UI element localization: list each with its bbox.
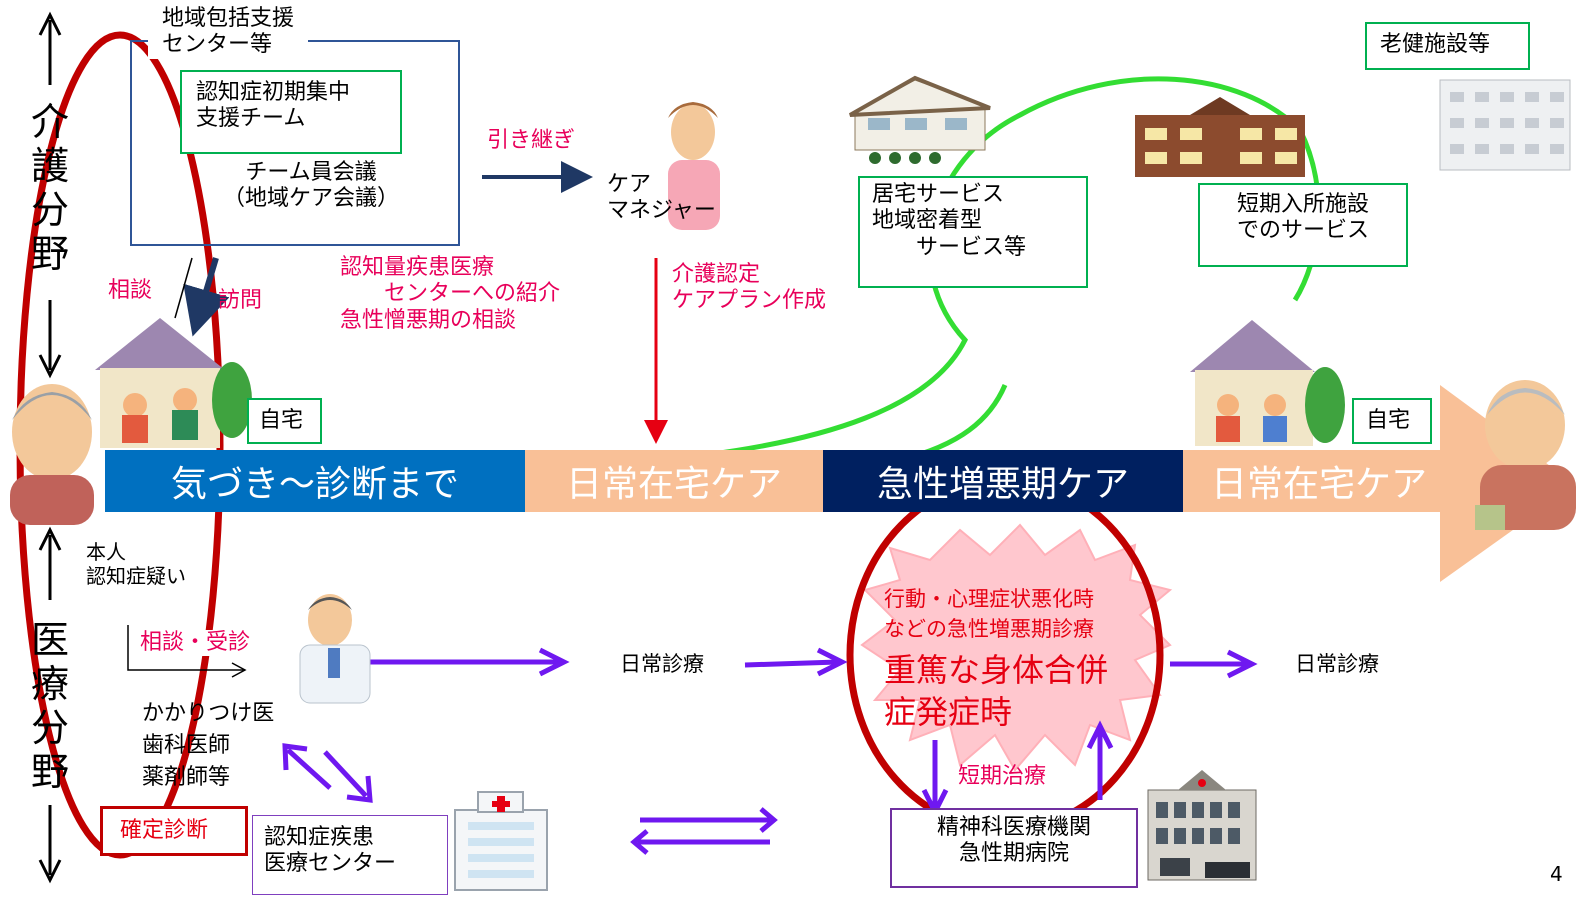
timeline-phase-label: 日常在宅ケア (565, 464, 782, 505)
dementia-center-label: 認知症疾患 医療センター (264, 825, 397, 877)
acute-burst (860, 523, 1173, 772)
consult-label: 相談 (108, 278, 153, 303)
care-manager-icon (668, 102, 720, 230)
timeline-phase-label: 急性増悪期ケア (876, 464, 1129, 505)
medical-field-char: 医 (30, 618, 69, 662)
doctor-icon (299, 594, 371, 704)
timeline-phase-daily-care: 日常在宅ケア (525, 450, 823, 512)
residence-icon (849, 75, 991, 164)
severe-complication-label: 重篤な身体合併 症発症時 (884, 651, 1109, 731)
daily-care-label-2: 日常診療 (1295, 652, 1379, 676)
home-left-label: 自宅 (259, 408, 304, 433)
support-center-title: 地域包括支援 センター等 (148, 6, 309, 59)
timeline-arrow-shaft (1180, 450, 1450, 512)
daily-care-label-1: 日常診療 (620, 652, 704, 676)
care-field-char: 護 (30, 144, 69, 188)
acute-treatment-label: 行動・心理症状悪化時 などの急性増悪期診療 (884, 587, 1094, 642)
care-field-label: 介 護 分 野 (28, 100, 72, 276)
house-icon-left (95, 318, 252, 448)
house-icon-right (1190, 320, 1345, 446)
team-meeting-label: チーム員会議 （地域ケア会議） (222, 160, 399, 212)
diagnosis-label: 確定診断 (120, 818, 209, 843)
elderly-facility-box (1365, 22, 1530, 70)
medical-field-label: 医 療 分 野 (28, 618, 72, 794)
handover-label: 引き継ぎ (487, 128, 576, 153)
home-left-box (247, 398, 322, 444)
timeline-phase-label: 気づき～診断まで (170, 464, 459, 505)
short-stay-label: 短期入所施設 でのサービス (1236, 192, 1369, 244)
hospital-icon (454, 791, 548, 891)
timeline-phase-daily-care-2: 日常在宅ケア (1183, 450, 1501, 512)
green-curve (704, 76, 1321, 458)
medical-field-char: 療 (30, 662, 69, 706)
timeline-phase-awareness: 気づき～診断まで (105, 450, 525, 512)
medical-field-char: 分 (30, 706, 69, 750)
short-stay-building-icon (1135, 97, 1305, 177)
home-right-box (1352, 398, 1432, 444)
psych-hospital-label: 精神科医療機関 急性期病院 (936, 815, 1091, 867)
care-manager-label: ケア マネジャー (607, 172, 716, 224)
home-service-box (858, 176, 1088, 288)
initial-support-team-label: 認知症初期集中 支援チーム (196, 80, 351, 132)
patient-label: 本人 認知症疑い (86, 540, 186, 588)
care-certification-label: 介護認定 ケアプラン作成 (672, 262, 827, 314)
elderly-person-icon-right (1475, 380, 1576, 530)
psych-hospital-icon (1147, 770, 1257, 881)
initial-support-team-box (180, 70, 402, 154)
psych-hospital-box (890, 808, 1138, 888)
care-field-char: 介 (30, 100, 69, 144)
medical-field-char: 野 (30, 750, 69, 794)
visit-label: 訪問 (218, 288, 263, 313)
referral-label: 認知量疾患医療 センターへの紹介 急性憎悪期の相談 (340, 255, 561, 333)
page-number: 4 (1550, 862, 1563, 886)
diagnosis-box (100, 806, 248, 856)
short-treatment-label: 短期治療 (958, 764, 1047, 789)
short-stay-box (1198, 183, 1408, 267)
dementia-center-box (252, 815, 448, 895)
care-field-char: 分 (30, 188, 69, 232)
family-doctor-label: かかりつけ医 歯科医師 薬剤師等 (142, 701, 275, 790)
timeline-phase-acute-care: 急性増悪期ケア (823, 450, 1183, 512)
home-right-label: 自宅 (1366, 408, 1411, 433)
timeline-phase-label: 日常在宅ケア (1211, 464, 1428, 505)
elderly-person-icon-left (10, 384, 94, 525)
consult-visit-label: 相談・受診 (140, 630, 251, 657)
elderly-facility-label: 老健施設等 (1380, 32, 1491, 57)
home-service-label: 居宅サービス 地域密着型 サービス等 (872, 182, 1027, 260)
elderly-facility-icon (1439, 79, 1571, 171)
care-field-char: 野 (30, 232, 69, 276)
